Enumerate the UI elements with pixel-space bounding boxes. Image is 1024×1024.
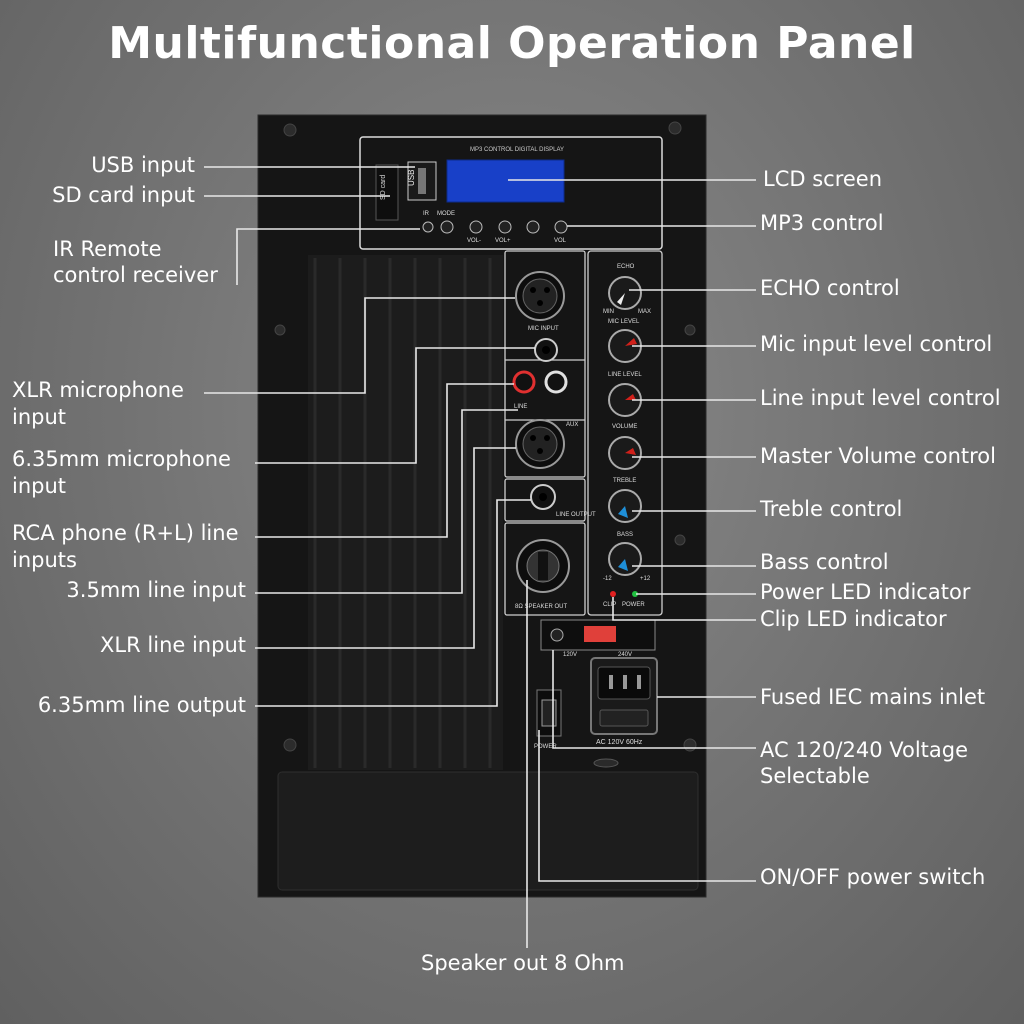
mode-button — [440, 220, 454, 234]
screw-icon — [283, 738, 297, 752]
v120-text: 120V — [563, 652, 577, 658]
knob-column — [587, 250, 663, 616]
label-mic-level: Mic input level control — [760, 332, 993, 356]
label-echo: ECHO control — [760, 276, 900, 300]
label-rca-line-1: RCA phone (R+L) line — [12, 521, 239, 545]
repeat-button — [526, 220, 540, 234]
label-ir-remote-2: control receiver — [53, 263, 218, 287]
label-mic-635-2: input — [12, 474, 67, 498]
line-text: LINE — [514, 404, 527, 410]
vol-text: VOL — [554, 238, 567, 244]
ac-rating-text: AC 120V 60Hz — [596, 739, 643, 746]
plus12-text: +12 — [640, 576, 651, 582]
play-button — [554, 220, 568, 234]
label-voltage-1: AC 120/240 Voltage — [760, 738, 969, 762]
ir-text: IR — [423, 211, 430, 217]
next-button — [498, 220, 512, 234]
label-xlr-mic-2: input — [12, 405, 67, 429]
screw-icon — [274, 324, 286, 336]
label-line-out-635: 6.35mm line output — [37, 693, 246, 717]
callout-lines — [204, 166, 756, 948]
minus12-text: -12 — [603, 576, 612, 582]
treble-knob — [608, 489, 642, 523]
label-xlr-line: XLR line input — [100, 633, 246, 657]
mode-text: MODE — [437, 211, 455, 217]
usb-label: USB — [407, 170, 416, 186]
screw-icon — [683, 738, 697, 752]
aux-text: AUX — [566, 422, 578, 428]
label-xlr-mic-1: XLR microphone — [12, 378, 184, 402]
treble-text: TREBLE — [613, 478, 636, 484]
prev-button — [469, 220, 483, 234]
page-title: Multifunctional Operation Panel — [108, 18, 916, 69]
screw-icon — [283, 123, 297, 137]
mp3-buttons — [422, 220, 568, 234]
line-level-text: LINE LEVEL — [608, 372, 642, 378]
label-master-volume: Master Volume control — [760, 444, 996, 468]
bass-text: BASS — [617, 532, 633, 538]
line-level-knob — [608, 383, 642, 417]
max-text: MAX — [638, 309, 651, 315]
echo-knob — [608, 276, 642, 310]
voltage-slider — [584, 626, 616, 642]
screw-icon — [674, 534, 686, 546]
label-iec: Fused IEC mains inlet — [760, 685, 986, 709]
label-sd-card-input: SD card input — [52, 183, 195, 207]
label-treble: Treble control — [760, 497, 903, 521]
volume-text: VOLUME — [612, 424, 637, 430]
power-led-text: POWER — [622, 602, 645, 608]
mic-input-text: MIC INPUT — [528, 326, 559, 332]
mic-level-knob — [608, 329, 642, 363]
label-bass: Bass control — [760, 550, 889, 574]
power-switch-text: POWER — [534, 744, 557, 750]
screw-icon — [668, 121, 682, 135]
sd-label: SD card — [380, 175, 387, 200]
label-ir-remote-1: IR Remote — [53, 237, 162, 261]
label-power-led: Power LED indicator — [760, 580, 971, 604]
rca-right-jack — [512, 370, 536, 394]
vol-plus-text: VOL+ — [495, 238, 511, 244]
bass-knob — [608, 542, 642, 576]
vol-minus-text: VOL- — [467, 238, 481, 244]
label-voltage-2: Selectable — [760, 764, 870, 788]
clip-text: CLIP — [603, 602, 616, 608]
label-switch: ON/OFF power switch — [760, 865, 986, 889]
label-mic-635-1: 6.35mm microphone — [12, 447, 231, 471]
label-rca-line-2: inputs — [12, 548, 77, 572]
label-usb-input: USB input — [91, 153, 195, 177]
power-led — [632, 591, 638, 597]
v240-text: 240V — [618, 652, 632, 658]
label-line-35: 3.5mm line input — [66, 578, 246, 602]
heat-sink — [308, 255, 503, 770]
screw-icon — [684, 324, 696, 336]
label-clip-led: Clip LED indicator — [760, 607, 947, 631]
label-lcd: LCD screen — [763, 167, 883, 191]
clip-led — [610, 591, 616, 597]
label-mp3: MP3 control — [760, 211, 884, 235]
bottom-grip — [277, 771, 699, 891]
label-line-level: Line input level control — [760, 386, 1001, 410]
min-text: MIN — [603, 309, 614, 315]
echo-text: ECHO — [617, 264, 635, 270]
lcd-screen — [446, 159, 565, 203]
ir-receiver-icon — [422, 221, 434, 233]
sd-slot — [375, 164, 399, 221]
mp3-header-text: MP3 CONTROL DIGITAL DISPLAY — [470, 147, 564, 153]
volume-knob — [608, 436, 642, 470]
label-speaker-out: Speaker out 8 Ohm — [421, 951, 625, 975]
speaker-out-text: 8Ω SPEAKER OUT — [515, 604, 568, 610]
mic-level-text: MIC LEVEL — [608, 319, 640, 325]
line-output-text: LINE OUTPUT — [556, 512, 596, 518]
rca-left-jack — [544, 370, 568, 394]
